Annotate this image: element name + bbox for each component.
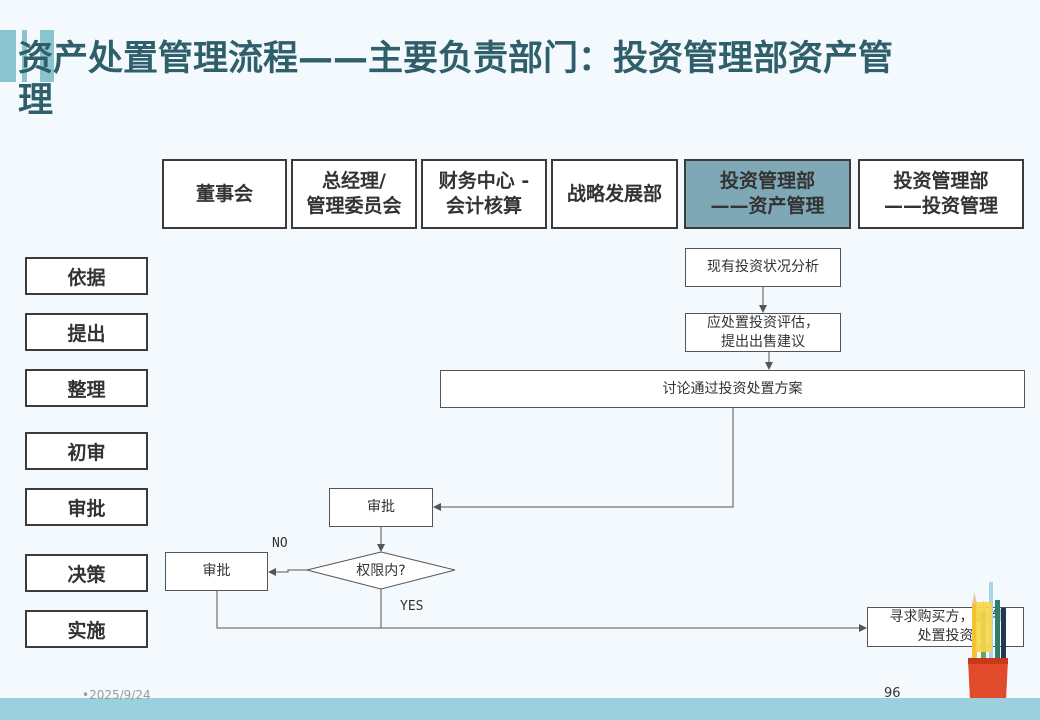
stage-approval: 审批 <box>25 488 148 526</box>
line-approve2-to-execute <box>216 590 381 629</box>
footer-bar <box>0 698 1040 720</box>
node-investment-analysis: 现有投资状况分析 <box>685 248 841 287</box>
arrow-discuss-to-approve <box>433 408 734 511</box>
arrow-yes-branch <box>380 589 867 632</box>
title-accent-bar-3 <box>40 30 54 82</box>
dept-board: 董事会 <box>162 159 287 229</box>
label-no: NO <box>272 536 288 551</box>
footer-date: •2025/9/24 <box>82 688 151 702</box>
node-authority-label: 权限内? <box>356 563 406 579</box>
node-approval-2: 审批 <box>165 552 268 591</box>
stage-basis: 依据 <box>25 257 148 295</box>
node-disposal-evaluation: 应处置投资评估， 提出出售建议 <box>685 313 841 352</box>
dept-finance: 财务中心 - 会计核算 <box>421 159 547 229</box>
arrow-no-branch <box>268 568 307 576</box>
stage-preliminary-review: 初审 <box>25 432 148 470</box>
stage-decision: 决策 <box>25 554 148 592</box>
page-number: 96 <box>884 686 901 701</box>
dept-general-manager: 总经理/ 管理委员会 <box>291 159 417 229</box>
stage-implementation: 实施 <box>25 610 148 648</box>
dept-asset-management: 投资管理部 ——资产管理 <box>684 159 851 229</box>
stage-propose: 提出 <box>25 313 148 351</box>
title-accent-bar-1 <box>0 30 16 82</box>
title-accent-bar-2 <box>22 30 27 82</box>
dept-strategy: 战略发展部 <box>551 159 678 229</box>
stage-organize: 整理 <box>25 369 148 407</box>
node-discuss-plan: 讨论通过投资处置方案 <box>440 370 1025 408</box>
dept-investment-management: 投资管理部 ——投资管理 <box>858 159 1024 229</box>
label-yes: YES <box>400 599 424 614</box>
node-approval-1: 审批 <box>329 488 433 527</box>
page-title: 资产处置管理流程——主要负责部门：投资管理部资产管理 <box>18 39 894 121</box>
